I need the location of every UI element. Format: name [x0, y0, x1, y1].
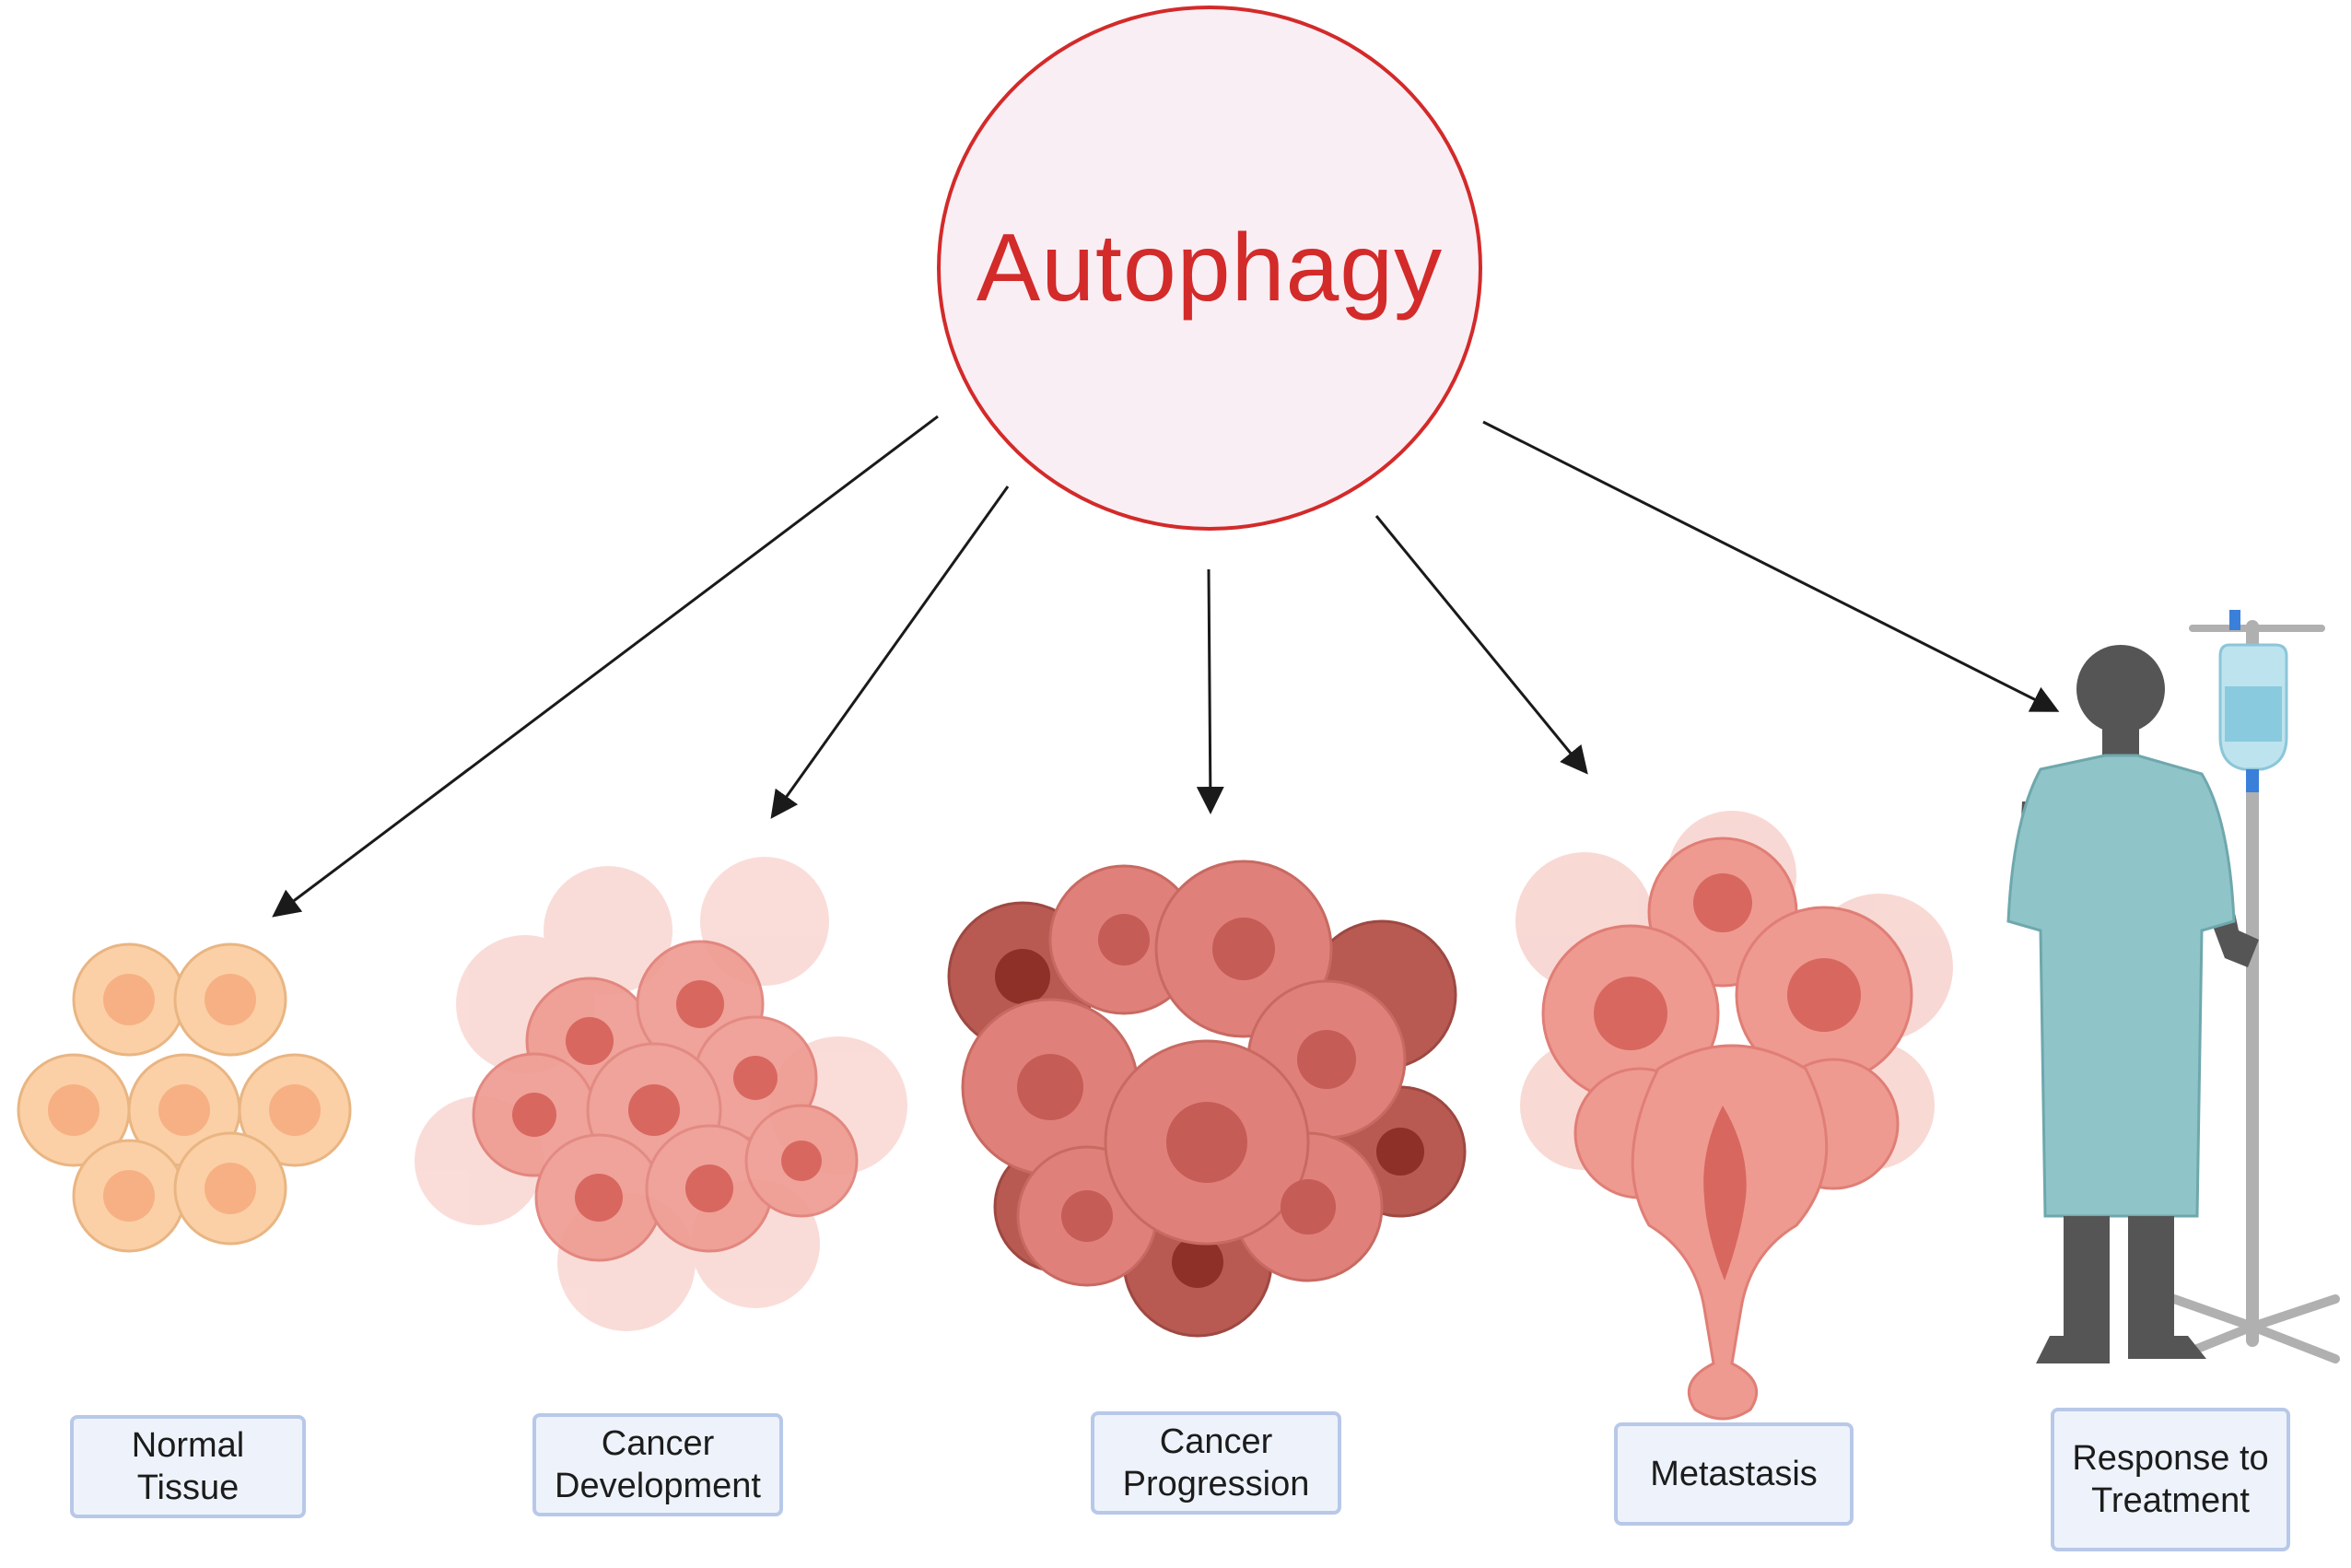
arrow-to-cancer-development	[770, 486, 1010, 819]
metastasis-cells-illustration	[1515, 811, 1953, 1421]
arrow-to-normal-tissue	[272, 415, 939, 918]
normal-cell-nucleus	[205, 1163, 256, 1214]
patient-with-iv-drip-illustration	[2006, 610, 2340, 1363]
cancer-development-label-line: Development	[555, 1467, 761, 1505]
arrows	[272, 415, 2060, 918]
response-to-treatment-label-line: Response to	[2072, 1439, 2269, 1478]
autophagy-node: Autophagy	[937, 6, 1482, 531]
normal-cell-nucleus	[103, 974, 155, 1025]
cancer-development-label-box: Cancer Development	[532, 1413, 783, 1516]
arrow-to-response-to-treatment	[1482, 420, 2060, 712]
cancer-progression-cells-illustration	[947, 860, 1467, 1338]
patient-figure	[2006, 645, 2259, 1363]
normal-cell-nucleus	[158, 1084, 210, 1136]
response-to-treatment-label-box: Response to Treatment	[2051, 1408, 2290, 1551]
normal-cell-nucleus	[103, 1170, 155, 1222]
cancer-development-cells-illustration	[415, 857, 907, 1331]
normal-tissue-cells-illustration	[17, 942, 352, 1253]
arrow-to-metastasis	[1374, 515, 1588, 775]
cancer-progression-label-line: Cancer	[1159, 1422, 1273, 1461]
normal-tissue-label-box: Normal Tissue	[70, 1415, 306, 1518]
cancer-progression-label-line: Progression	[1122, 1465, 1310, 1504]
normal-cell-nucleus	[269, 1084, 321, 1136]
autophagy-label: Autophagy	[976, 214, 1444, 322]
iv-bag	[2218, 610, 2288, 792]
cancer-progression-label-box: Cancer Progression	[1091, 1411, 1341, 1515]
cancer-development-label-line: Cancer	[601, 1424, 715, 1463]
metastasis-label-line: Metastasis	[1650, 1455, 1818, 1493]
normal-cell-nucleus	[48, 1084, 99, 1136]
normal-tissue-label-line: Normal	[131, 1426, 245, 1465]
response-to-treatment-label-line: Treatment	[2091, 1481, 2250, 1520]
metastasis-label-box: Metastasis	[1614, 1422, 1854, 1526]
normal-tissue-label-line: Tissue	[136, 1469, 240, 1507]
arrow-to-cancer-progression	[1196, 568, 1224, 814]
normal-cell-nucleus	[205, 974, 256, 1025]
